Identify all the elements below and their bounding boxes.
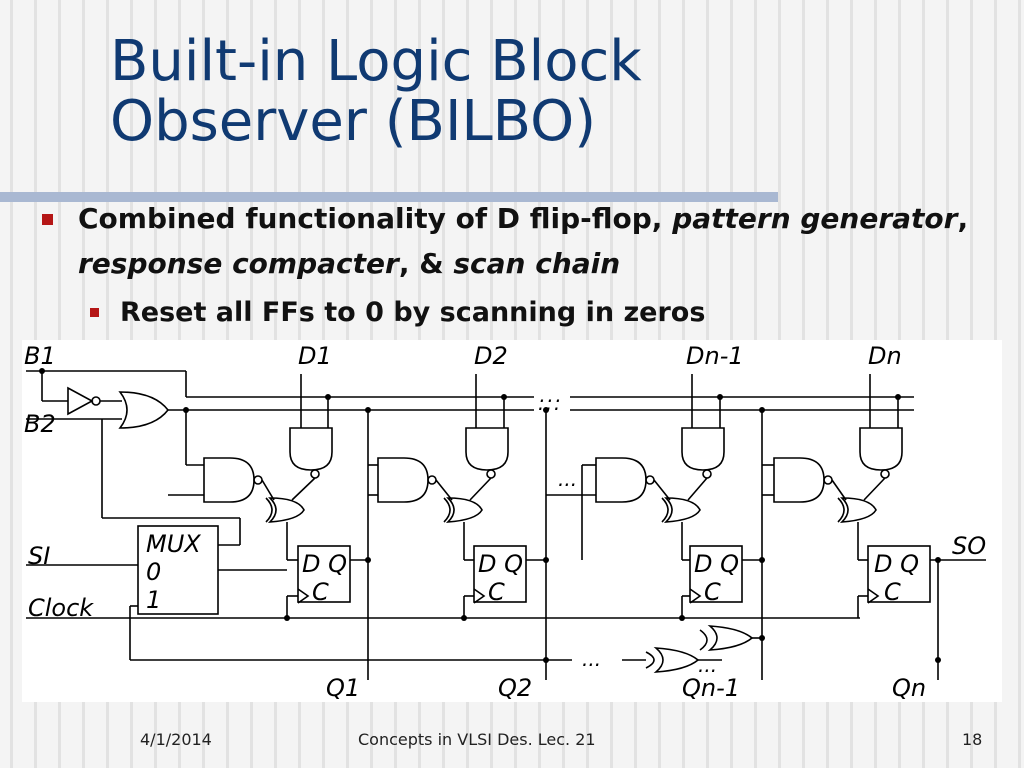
- title-rule: [0, 192, 778, 202]
- bullet-1: Combined functionality of D flip-flop, p…: [42, 196, 978, 286]
- cell-1: [168, 374, 369, 680]
- label-qn: Qn: [892, 674, 926, 702]
- cell-1-top-nand: [289, 427, 333, 471]
- mux-in-1: 1: [146, 586, 161, 614]
- ff-n-1-dq: D Q: [694, 550, 739, 578]
- label-clock: Clock: [28, 594, 94, 622]
- cell-n: [762, 374, 986, 680]
- ellipsis-xor: ...: [698, 653, 717, 677]
- ellipsis-top-2: :: [546, 391, 553, 415]
- ellipsis-bottom: ...: [582, 647, 601, 671]
- bullet-marker: [42, 214, 53, 225]
- sub-bullet-marker: [90, 308, 99, 317]
- bullet-1-italic-1: pattern generator: [672, 202, 958, 235]
- label-d2: D2: [474, 342, 508, 370]
- cell-2-ff: [473, 545, 527, 603]
- label-dn: Dn: [868, 342, 902, 370]
- bilbo-schematic: B1 B2 SI Clock D1 D2 Dn-1 Dn Q1 Q2 Qn-1 …: [24, 342, 986, 702]
- label-so: SO: [952, 532, 986, 560]
- cell-n-xor: [839, 497, 877, 523]
- label-b1: B1: [24, 342, 56, 370]
- or-gate: [118, 391, 170, 429]
- ff-n-1-c: C: [704, 578, 721, 606]
- cell-n-1-top-nand: [681, 427, 725, 471]
- ellipsis-mid: ...: [558, 467, 577, 491]
- cell-n-ff: [867, 545, 931, 603]
- cell-1-xor: [267, 497, 305, 523]
- cell-2-left-nand: [377, 457, 429, 503]
- cell-1-ff: [297, 545, 351, 603]
- ff-n-c: C: [884, 578, 901, 606]
- cell-2: [368, 374, 547, 680]
- cell-1-left-nand: [203, 457, 255, 503]
- footer-course: Concepts in VLSI Des. Lec. 21: [358, 730, 596, 749]
- mux-in-0: 0: [146, 558, 161, 586]
- bullet-2: Reset all FFs to 0 by scanning in zeros: [90, 294, 980, 332]
- title-line-2: Observer (BILBO): [110, 89, 597, 154]
- cell-n-1-left-nand: [595, 457, 647, 503]
- label-q2: Q2: [498, 674, 532, 702]
- ellipsis-top-3: :: [554, 391, 561, 415]
- label-qn-1: Qn-1: [682, 674, 740, 702]
- bilbo-diagram: B1 B2 SI Clock D1 D2 Dn-1 Dn Q1 Q2 Qn-1 …: [22, 340, 1002, 702]
- cell-n-top-nand: [859, 427, 903, 471]
- ff-2-dq: D Q: [478, 550, 523, 578]
- footer-page: 18: [962, 730, 983, 749]
- mux-title: MUX: [146, 530, 201, 558]
- ff-1-c: C: [312, 578, 329, 606]
- title-line-1: Built-in Logic Block: [110, 29, 642, 94]
- ff-2-c: C: [488, 578, 505, 606]
- cell-2-top-nand: [465, 427, 509, 471]
- label-si: SI: [28, 542, 50, 570]
- inverter-gate: [67, 386, 94, 416]
- slide-title: Built-in Logic Block Observer (BILBO): [110, 32, 930, 152]
- bullet-1-sep-1: ,: [957, 202, 969, 235]
- footer-date: 4/1/2014: [140, 730, 212, 749]
- feedback-xor-2: [707, 625, 754, 651]
- cell-2-xor: [445, 497, 483, 523]
- ff-n-dq: D Q: [874, 550, 919, 578]
- cell-n-1-ff: [689, 545, 743, 603]
- cell-n-1: [546, 374, 763, 680]
- bullet-1-italic-3: scan chain: [453, 247, 621, 280]
- label-q1: Q1: [326, 674, 360, 702]
- bullet-2-text: Reset all FFs to 0 by scanning in zeros: [120, 297, 706, 328]
- feedback-xor-1: [653, 647, 700, 673]
- bullet-1-sep-2: , &: [398, 247, 454, 280]
- label-b2: B2: [24, 410, 56, 438]
- junction-dots: [39, 368, 941, 663]
- ff-1-dq: D Q: [302, 550, 347, 578]
- bullet-1-italic-2: response compacter: [78, 247, 399, 280]
- cell-n-1-xor: [663, 497, 701, 523]
- label-dn-1: Dn-1: [686, 342, 744, 370]
- cell-n-left-nand: [773, 457, 825, 503]
- bullet-1-prefix: Combined functionality of D flip-flop,: [78, 202, 673, 235]
- label-d1: D1: [298, 342, 332, 370]
- ellipsis-top: :: [538, 391, 545, 415]
